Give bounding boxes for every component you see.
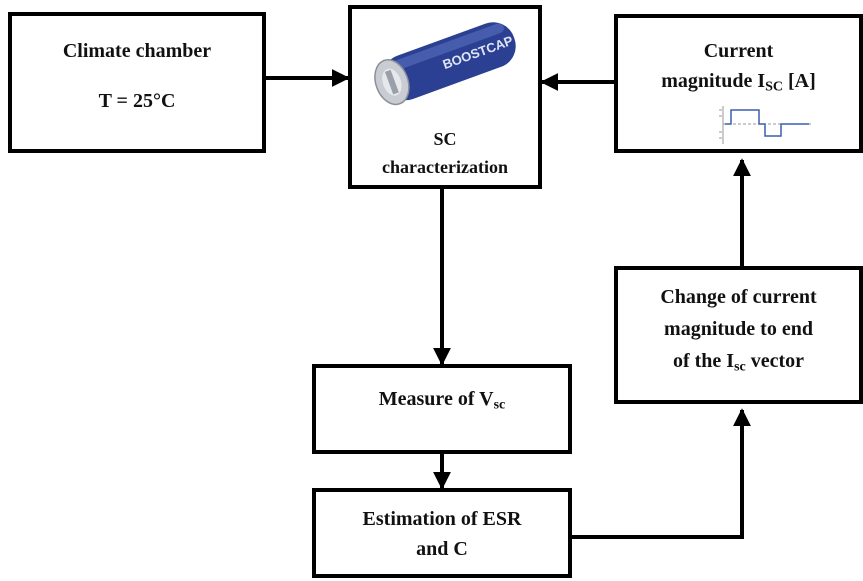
climate-chamber-title: Climate chamber bbox=[62, 40, 212, 62]
measure-vsc-box: Measure of Vsc bbox=[312, 364, 572, 454]
sc-characterization-label: characterization bbox=[382, 157, 508, 177]
supercapacitor-image: BOOSTCAP bbox=[374, 22, 516, 106]
current-magnitude-text: magnitude I bbox=[661, 70, 766, 92]
change-line-2: magnitude to end bbox=[664, 318, 813, 340]
measure-subscript: sc bbox=[493, 397, 506, 413]
climate-chamber-temperature: T = 25°C bbox=[98, 90, 176, 112]
change-subscript: sc bbox=[734, 359, 746, 375]
current-magnitude-label: magnitude ISC [A] bbox=[618, 70, 859, 95]
current-subscript: SC bbox=[765, 79, 784, 95]
current-label: Current bbox=[703, 40, 774, 62]
current-waveform-icon bbox=[719, 106, 813, 144]
change-line-3: of the Isc vector bbox=[618, 350, 859, 375]
arrow-estimation-to-change bbox=[572, 408, 751, 539]
estimation-box: Estimation of ESR and C bbox=[312, 488, 572, 578]
estimation-line-2: and C bbox=[416, 538, 468, 560]
change-line-3-text: of the I bbox=[672, 350, 735, 372]
measure-vsc-label: Measure of Vsc bbox=[316, 388, 568, 413]
change-current-box: Change of current magnitude to end of th… bbox=[614, 266, 863, 404]
climate-chamber-box: Climate chamber T = 25°C bbox=[8, 12, 266, 153]
current-magnitude-box: Current magnitude ISC [A] bbox=[614, 14, 863, 153]
estimation-line-1: Estimation of ESR bbox=[362, 508, 522, 530]
change-line-1: Change of current bbox=[660, 286, 817, 308]
change-line-3-tail: vector bbox=[750, 350, 805, 372]
measure-text: Measure of V bbox=[378, 388, 494, 410]
sc-characterization-box: BOOSTCAP SC characterization bbox=[348, 5, 542, 189]
sc-label: SC bbox=[433, 129, 457, 149]
current-unit: [A] bbox=[788, 70, 816, 92]
